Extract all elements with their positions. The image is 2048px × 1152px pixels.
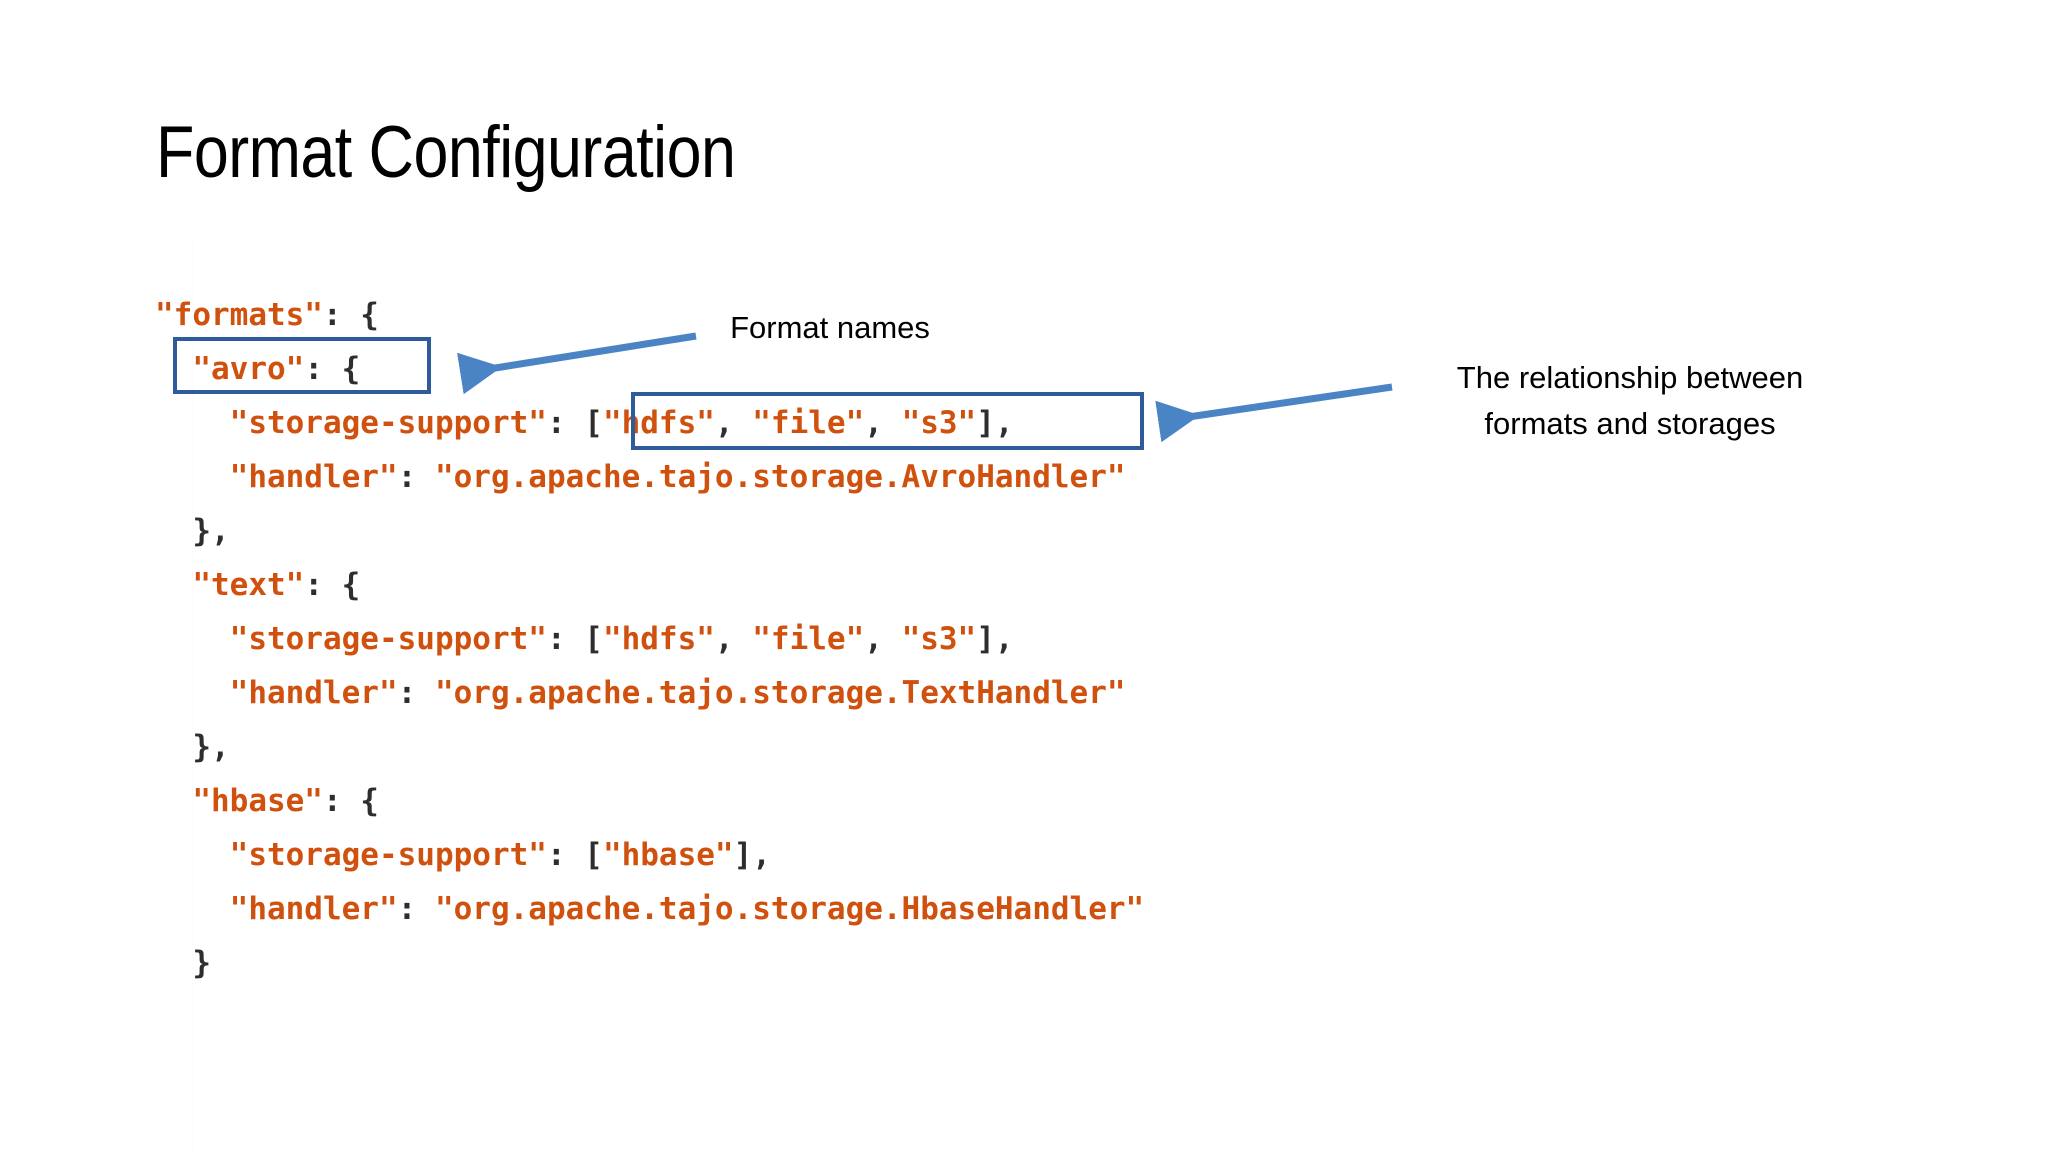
code-line: "handler": "org.apache.tajo.storage.Text…: [155, 666, 1144, 720]
code-token-punctuation: ,: [714, 621, 753, 657]
code-token-punctuation: },: [155, 513, 230, 549]
code-line: },: [155, 504, 1144, 558]
code-token-punctuation: :: [397, 891, 435, 927]
code-token-punctuation: :: [397, 459, 435, 495]
code-token-punctuation: : {: [304, 351, 361, 387]
code-token-punctuation: : [: [546, 621, 603, 657]
code-token-punctuation: [155, 783, 192, 819]
code-token-string: "hbase": [602, 837, 734, 873]
code-line: },: [155, 720, 1144, 774]
code-line: "handler": "org.apache.tajo.storage.Avro…: [155, 450, 1144, 504]
page-title: Format Configuration: [156, 112, 736, 193]
code-token-string: "s3": [901, 621, 977, 657]
code-token-string: "storage-support": [229, 405, 547, 441]
code-token-punctuation: ,: [714, 405, 753, 441]
code-token-string: "avro": [192, 351, 305, 387]
code-token-string: "org.apache.tajo.storage.AvroHandler": [434, 459, 1126, 495]
code-token-punctuation: ],: [976, 405, 1014, 441]
code-token-punctuation: [155, 675, 230, 711]
code-token-punctuation: },: [155, 729, 230, 765]
content-placeholder-edge: [192, 236, 193, 1152]
code-token-string: "formats": [155, 297, 323, 333]
code-line: }: [155, 936, 1144, 990]
code-token-punctuation: [155, 621, 230, 657]
code-token-string: "s3": [901, 405, 977, 441]
code-line: "storage-support": ["hdfs", "file", "s3"…: [155, 396, 1144, 450]
code-token-punctuation: :: [397, 675, 435, 711]
code-line: "handler": "org.apache.tajo.storage.Hbas…: [155, 882, 1145, 936]
code-token-punctuation: : {: [304, 567, 361, 603]
code-line: "formats": {: [155, 288, 1144, 342]
code-token-string: "file": [752, 621, 865, 657]
code-token-punctuation: [155, 567, 192, 603]
code-token-punctuation: : {: [322, 297, 379, 333]
code-token-punctuation: : [: [546, 405, 603, 441]
code-token-string: "storage-support": [229, 837, 547, 873]
code-token-punctuation: : [: [546, 837, 603, 873]
callout-relationship: The relationship between formats and sto…: [1456, 360, 1804, 441]
callout-format-names: Format names: [730, 310, 930, 345]
code-line: "hbase": {: [155, 774, 1144, 828]
code-token-punctuation: ],: [976, 621, 1014, 657]
code-token-punctuation: [155, 891, 230, 927]
code-token-string: "handler": [229, 891, 398, 927]
code-block: "formats": { "avro": { "storage-support"…: [155, 288, 1144, 990]
code-token-string: "file": [752, 405, 865, 441]
code-token-string: "org.apache.tajo.storage.HbaseHandler": [434, 891, 1145, 927]
code-token-punctuation: ,: [864, 621, 902, 657]
storage-support-value-highlight-box: [631, 392, 1144, 450]
code-token-string: "hdfs": [602, 621, 715, 657]
arrow-to-storage-support-icon: [1155, 383, 1393, 443]
code-token-string: "text": [192, 567, 305, 603]
code-token-punctuation: [155, 459, 230, 495]
code-token-punctuation: }: [155, 945, 211, 981]
code-line: "text": {: [155, 558, 1144, 612]
code-line: "storage-support": ["hbase"],: [155, 828, 1144, 882]
code-token-punctuation: [155, 837, 230, 873]
code-line: "storage-support": ["hdfs", "file", "s3"…: [155, 612, 1144, 666]
code-line: "avro": {: [155, 342, 1144, 396]
code-token-string: "handler": [229, 675, 398, 711]
code-token-punctuation: [155, 405, 230, 441]
code-token-punctuation: ],: [733, 837, 771, 873]
code-token-string: "storage-support": [229, 621, 547, 657]
code-token-string: "handler": [229, 459, 398, 495]
avro-key-highlight-box: [173, 337, 431, 394]
code-token-string: "org.apache.tajo.storage.TextHandler": [434, 675, 1126, 711]
code-token-string: "hbase": [192, 783, 323, 819]
code-token-punctuation: : {: [322, 783, 379, 819]
code-token-punctuation: ,: [864, 405, 902, 441]
code-token-string: "hdfs": [602, 405, 715, 441]
